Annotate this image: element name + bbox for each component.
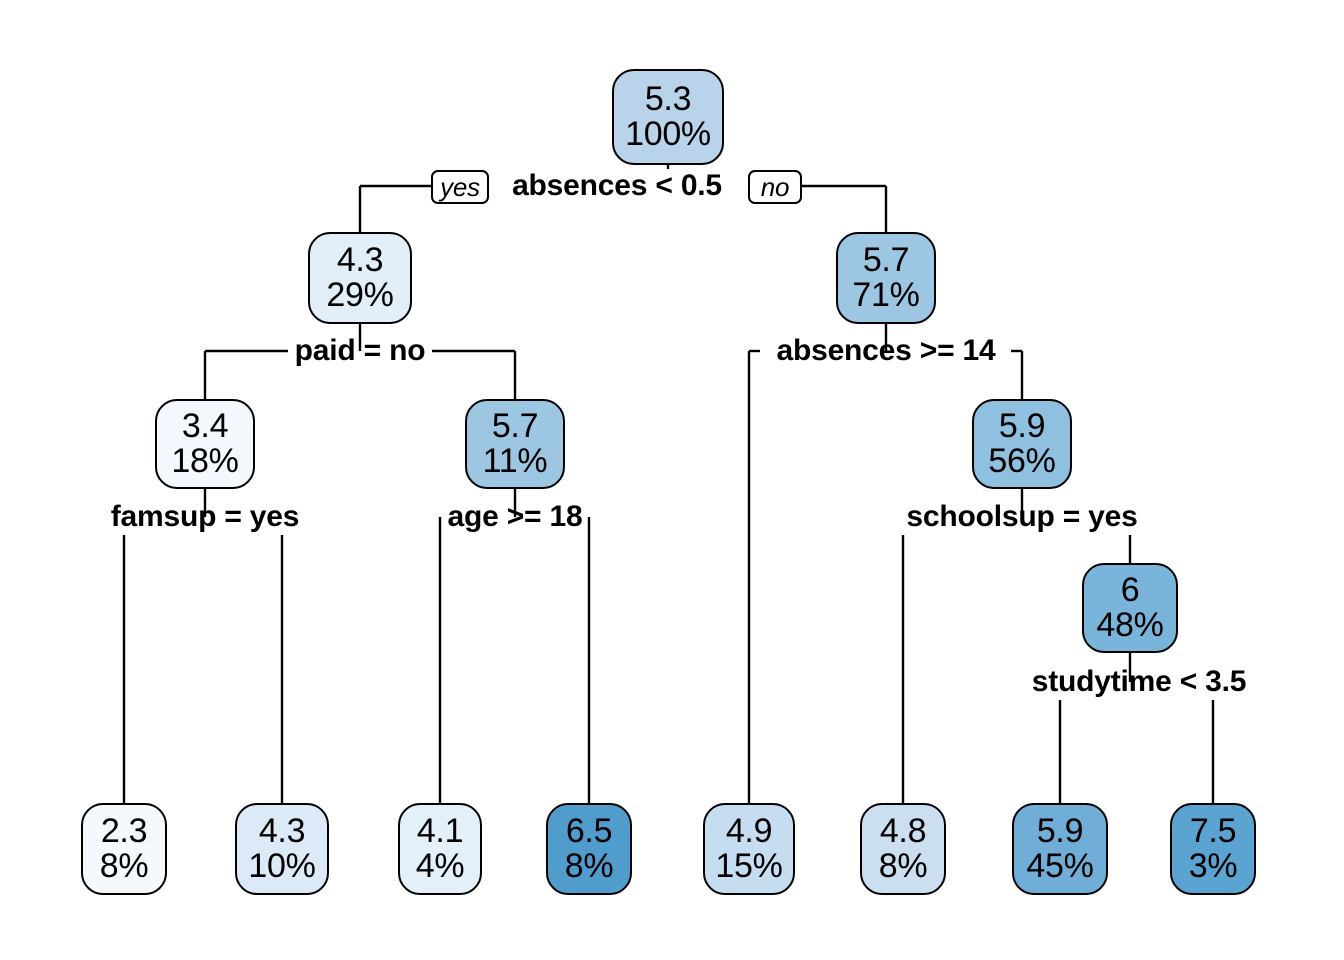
node-value: 5.7	[491, 406, 539, 445]
split-label-paid: paid = no	[294, 334, 426, 367]
node-percent: 100%	[625, 115, 711, 153]
node-percent: 71%	[852, 276, 920, 314]
node-value: 4.3	[336, 240, 384, 279]
tree-node-schoolsup-no[interactable]: 6 48%	[1082, 563, 1178, 653]
node-value: 4.3	[258, 811, 306, 850]
node-value: 2.3	[100, 811, 148, 850]
node-value: 3.4	[181, 406, 229, 445]
split-label-absences: absences < 0.5	[512, 169, 722, 202]
tree-node-paid-yes[interactable]: 3.4 18%	[155, 399, 255, 489]
tree-leaf-5[interactable]: 4.9 15%	[703, 803, 795, 895]
split-label-schoolsup: schoolsup = yes	[906, 500, 1138, 533]
split-label-famsup: famsup = yes	[110, 500, 300, 533]
node-percent: 29%	[326, 276, 394, 314]
tree-node-absences14-no[interactable]: 5.9 56%	[972, 399, 1072, 489]
tree-leaf-4[interactable]: 6.5 8%	[546, 803, 632, 895]
node-value: 5.3	[644, 79, 692, 118]
tree-leaf-1[interactable]: 2.3 8%	[81, 803, 167, 895]
split-label-absences-14: absences >= 14	[776, 334, 996, 367]
node-percent: 45%	[1026, 847, 1094, 885]
node-percent: 8%	[878, 847, 928, 885]
node-value: 6	[1120, 570, 1140, 609]
node-percent: 18%	[171, 442, 239, 480]
node-value: 4.9	[725, 811, 773, 850]
tree-node-absences-no[interactable]: 5.7 71%	[836, 232, 936, 324]
tree-leaf-8[interactable]: 7.5 3%	[1170, 803, 1256, 895]
node-value: 4.1	[416, 811, 464, 850]
node-percent: 4%	[415, 847, 465, 885]
split-label-studytime: studytime < 3.5	[1031, 665, 1247, 698]
tree-leaf-6[interactable]: 4.8 8%	[860, 803, 946, 895]
node-value: 5.9	[1036, 811, 1084, 850]
node-percent: 11%	[482, 442, 548, 480]
node-percent: 15%	[715, 847, 783, 885]
tree-node-paid-no[interactable]: 5.7 11%	[465, 399, 565, 489]
tree-leaf-3[interactable]: 4.1 4%	[398, 803, 482, 895]
node-percent: 8%	[99, 847, 149, 885]
node-value: 4.8	[879, 811, 927, 850]
branch-label-no: no	[748, 170, 802, 204]
node-value: 5.9	[998, 406, 1046, 445]
split-label-age: age >= 18	[447, 500, 583, 533]
tree-node-absences-yes[interactable]: 4.3 29%	[308, 232, 412, 324]
node-value: 7.5	[1189, 811, 1237, 850]
tree-node-root[interactable]: 5.3 100%	[612, 69, 724, 165]
node-percent: 56%	[988, 442, 1056, 480]
tree-leaf-7[interactable]: 5.9 45%	[1012, 803, 1108, 895]
node-percent: 3%	[1188, 847, 1238, 885]
tree-leaf-2[interactable]: 4.3 10%	[235, 803, 329, 895]
node-percent: 48%	[1096, 606, 1164, 644]
node-value: 5.7	[862, 240, 910, 279]
branch-label-yes: yes	[431, 170, 489, 204]
node-percent: 8%	[564, 847, 614, 885]
node-percent: 10%	[248, 847, 316, 885]
node-value: 6.5	[565, 811, 613, 850]
